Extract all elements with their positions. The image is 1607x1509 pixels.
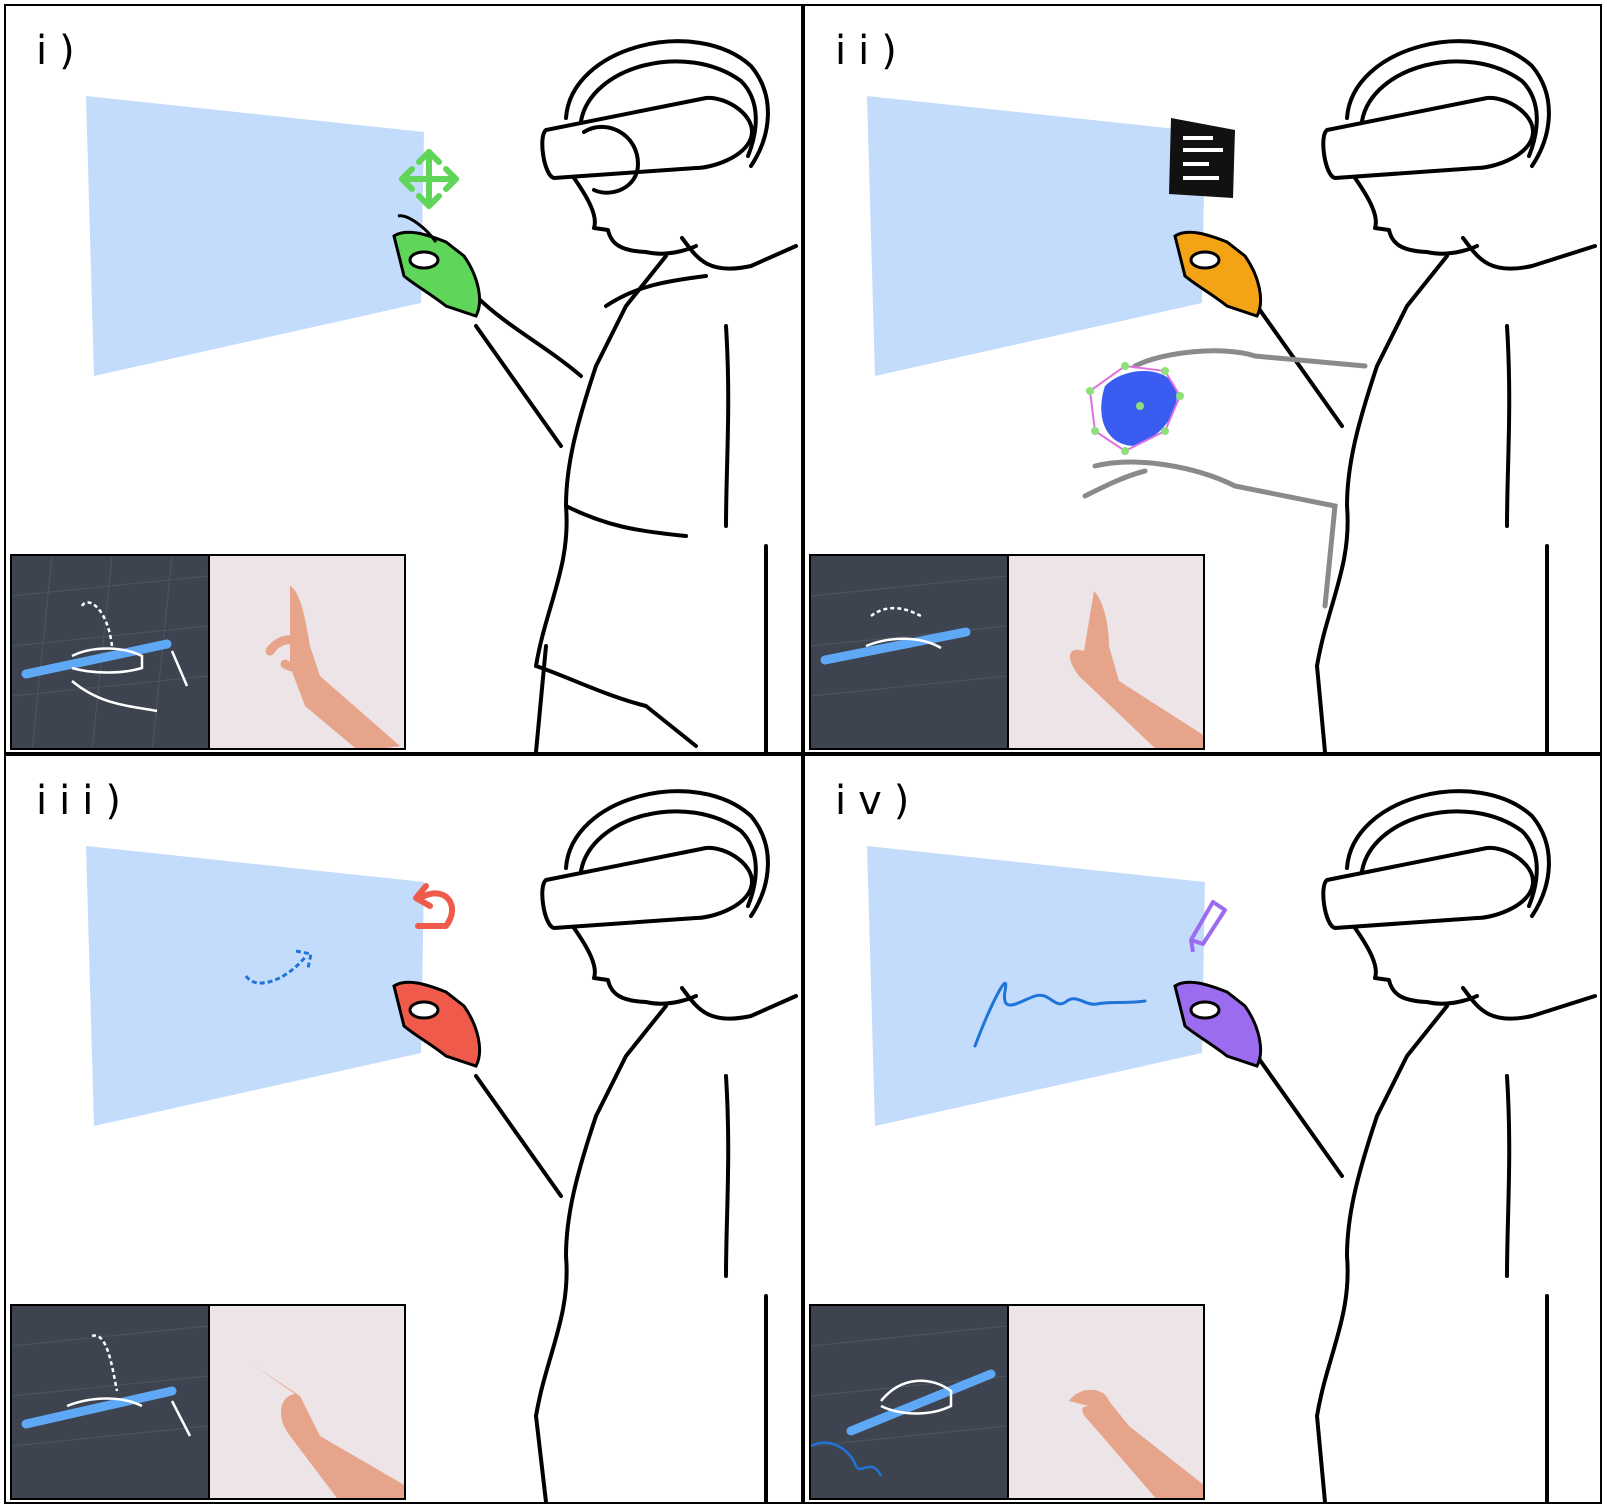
panel-label: ii) xyxy=(835,28,909,74)
virtual-canvas xyxy=(867,846,1205,1126)
panel-iii: iii) xyxy=(4,754,803,1504)
hand-render-view xyxy=(12,556,208,748)
person-figure xyxy=(474,789,798,1502)
panel-ii: ii) xyxy=(803,4,1602,754)
gesture-photo xyxy=(1007,1306,1203,1498)
pinch-hand xyxy=(1173,230,1263,318)
gesture-inset xyxy=(809,554,1205,750)
menu-panel-icon xyxy=(1169,118,1235,198)
panel-iv: iv) xyxy=(803,754,1602,1504)
pinch-hand xyxy=(392,980,482,1068)
ghost-arms xyxy=(1082,348,1368,609)
panel-ii-scene xyxy=(867,39,1597,752)
pen-icon xyxy=(1189,900,1227,953)
pen-stylus xyxy=(846,1369,996,1436)
virtual-canvas xyxy=(86,96,424,376)
gesture-photo xyxy=(1007,556,1203,748)
hand-render-view xyxy=(811,556,1007,748)
person-figure xyxy=(1255,39,1597,752)
figure: i) xyxy=(4,4,1602,1504)
pinch-hand xyxy=(392,214,482,318)
panel-label: iv) xyxy=(835,778,922,824)
dashed-gesture-trail xyxy=(244,949,313,985)
3d-object-wireframe xyxy=(1086,362,1184,455)
gesture-inset xyxy=(10,1304,406,1500)
pinch-hand xyxy=(1173,980,1263,1068)
gesture-photo xyxy=(208,556,404,748)
person-figure xyxy=(1255,789,1597,1502)
gesture-inset xyxy=(10,554,406,750)
virtual-canvas xyxy=(867,96,1205,376)
hand-render-view xyxy=(811,1306,1007,1498)
panel-i: i) xyxy=(4,4,803,754)
hand-render-view xyxy=(12,1306,208,1498)
virtual-canvas xyxy=(86,846,424,1126)
panel-iv-scene xyxy=(867,789,1597,1502)
person-figure xyxy=(474,39,798,752)
move-arrows-icon xyxy=(399,149,459,209)
pen-stylus xyxy=(21,639,172,679)
panel-label: iii) xyxy=(36,778,133,824)
pen-stylus xyxy=(820,627,971,665)
panel-label: i) xyxy=(36,28,87,74)
undo-arrow-icon xyxy=(413,883,455,929)
pen-stylus xyxy=(21,1386,177,1429)
panel-iii-scene xyxy=(86,789,798,1502)
panel-i-scene xyxy=(86,39,798,752)
ink-stroke xyxy=(973,981,1147,1048)
gesture-inset xyxy=(809,1304,1205,1500)
gesture-photo xyxy=(208,1306,404,1498)
